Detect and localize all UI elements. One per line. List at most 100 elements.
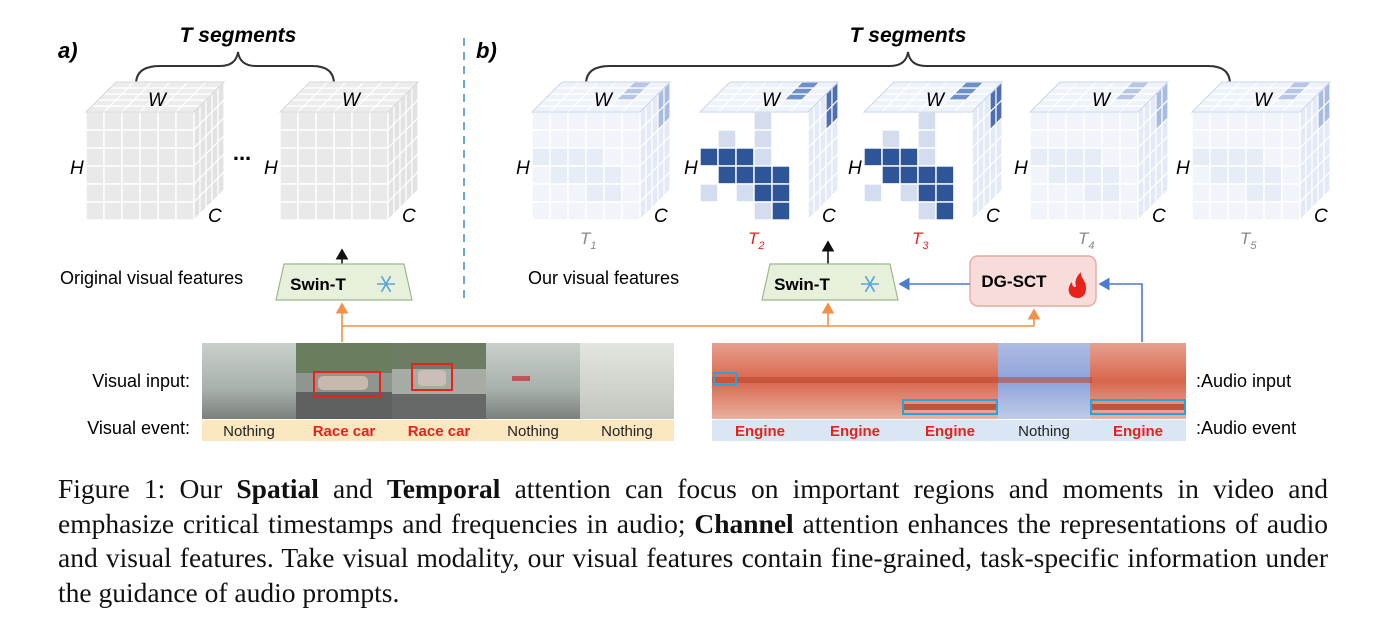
cube-cell — [175, 183, 195, 203]
event-cell — [486, 420, 580, 441]
swin-b-block — [761, 263, 899, 301]
cube-cell — [333, 147, 353, 167]
cube-cell — [899, 111, 919, 131]
audio-input-label: :Audio input — [1196, 371, 1291, 391]
cube-cell — [935, 111, 955, 131]
event-label: Engine — [925, 423, 975, 440]
panel-a-label: a) — [58, 38, 78, 63]
cube-cell — [139, 129, 159, 149]
cube-cell — [1047, 129, 1067, 149]
segment-subscript: 1 — [590, 240, 596, 252]
event-cell — [902, 420, 998, 441]
cube-cell — [917, 165, 937, 185]
cube-cell — [1029, 129, 1049, 149]
cube-cell — [1119, 183, 1139, 203]
cube-cell — [1245, 201, 1265, 221]
cube-cell — [1245, 147, 1265, 167]
cube-cell — [1119, 111, 1139, 131]
segment-label: T4 — [1078, 229, 1095, 252]
event-cell — [998, 420, 1090, 441]
cube-cell — [121, 147, 141, 167]
cube-cell — [699, 111, 719, 131]
car-glimpse — [512, 376, 530, 381]
feature-cube-ours — [698, 80, 840, 222]
cube-cell — [279, 165, 299, 185]
feature-cube-ours — [1190, 80, 1332, 222]
cube-cell — [603, 147, 623, 167]
cube-cell — [771, 129, 791, 149]
panel-a-segments-label: T segments — [180, 24, 297, 47]
audio-event-label: :Audio event — [1196, 418, 1296, 438]
cube-cell — [953, 165, 973, 185]
cube-cell — [297, 183, 317, 203]
event-label: Nothing — [507, 423, 559, 440]
cube-cell — [881, 129, 901, 149]
cube-cell — [789, 201, 809, 221]
cube-cell — [1263, 201, 1283, 221]
caption-middle: attention can focus on important regions… — [58, 473, 1328, 539]
cube-cell — [1245, 129, 1265, 149]
segment-label: T1 — [580, 229, 597, 252]
cube-cell — [1119, 129, 1139, 149]
cube-cell — [85, 183, 105, 203]
cube-cell — [121, 111, 141, 131]
cube-cell — [917, 147, 937, 167]
event-cell — [1090, 420, 1186, 441]
cube-cell — [1191, 111, 1211, 131]
cube-cell — [1161, 170, 1169, 198]
axis-label-h: H — [70, 158, 84, 179]
caption-spatial: Spatial — [236, 473, 319, 504]
cube-cell — [863, 165, 883, 185]
cube-cell — [139, 165, 159, 185]
visual-event-label: Visual event: — [87, 418, 190, 438]
cube-cell — [771, 201, 791, 221]
cube-cell — [1227, 183, 1247, 203]
feature-cube-ours — [530, 80, 672, 222]
cube-cell — [549, 183, 569, 203]
cube-cell — [717, 147, 737, 167]
cube-cell — [1065, 165, 1085, 185]
cube-cell — [771, 147, 791, 167]
cube-cell — [315, 129, 335, 149]
cube-cell — [549, 165, 569, 185]
visual-input-label: Visual input: — [92, 371, 190, 391]
cube-cell — [585, 129, 605, 149]
caption-temporal: Temporal — [386, 473, 501, 504]
axis-label-h: H — [1176, 158, 1190, 179]
cube-cell — [1263, 165, 1283, 185]
panel-b-segments-label: T segments — [850, 24, 967, 47]
figure-caption: Figure 1: Our Spatial and Temporal atten… — [58, 472, 1328, 610]
cube-cell — [139, 201, 159, 221]
cube-cell — [85, 165, 105, 185]
cube-cell — [531, 111, 551, 131]
cube-cell — [315, 147, 335, 167]
car-shape — [418, 370, 446, 386]
cube-outline — [530, 81, 672, 113]
panel-b-brace — [585, 51, 1231, 85]
axis-label-h: H — [848, 158, 862, 179]
cube-cell — [333, 183, 353, 203]
cube-cell — [1083, 147, 1103, 167]
cube-cell — [1083, 201, 1103, 221]
event-label: Nothing — [601, 423, 653, 440]
axis-label-c: C — [208, 206, 222, 227]
cube-cell — [85, 129, 105, 149]
axis-label-c: C — [1314, 206, 1328, 227]
cube-cell — [333, 201, 353, 221]
cube-cell — [917, 201, 937, 221]
spec-band — [904, 404, 996, 410]
cube-cell — [735, 183, 755, 203]
cube-cell — [85, 111, 105, 131]
cube-cell — [103, 129, 123, 149]
cube-cell — [157, 183, 177, 203]
segment-subscript: 3 — [922, 240, 929, 252]
cube-cell — [1191, 129, 1211, 149]
cube-cell — [881, 183, 901, 203]
cube-cell — [1029, 165, 1049, 185]
audio-spectrogram — [712, 343, 1186, 419]
original-features-label: Original visual features — [60, 268, 243, 288]
cube-cell — [1209, 111, 1229, 131]
axis-label-h: H — [684, 158, 698, 179]
cube-cell — [297, 129, 317, 149]
